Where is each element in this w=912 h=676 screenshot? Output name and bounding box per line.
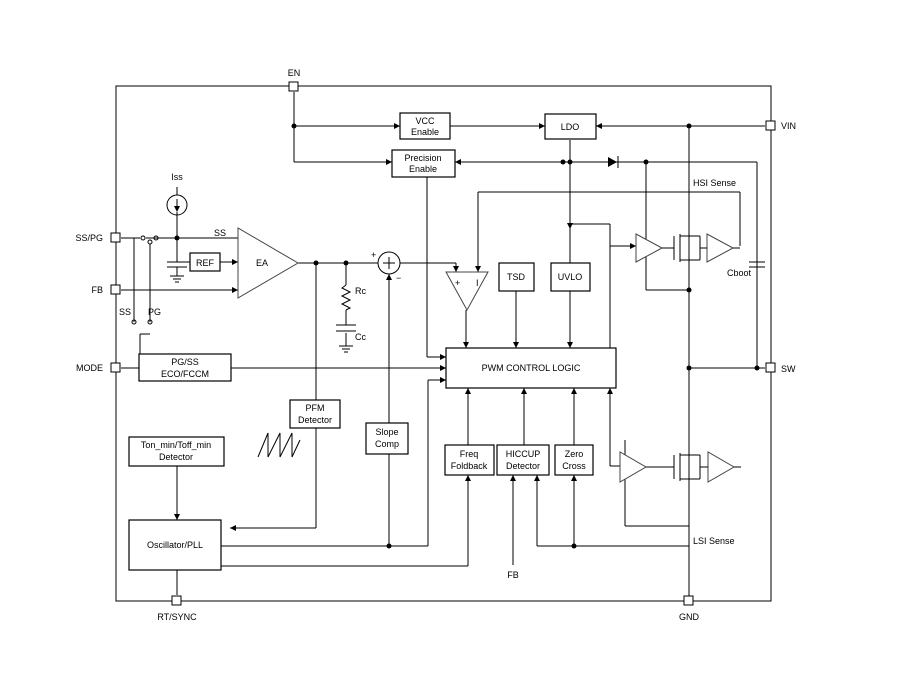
precision-enable-block <box>391 149 456 178</box>
lsi-sense-label: LSI Sense <box>693 536 735 546</box>
lsi-sense-amp <box>707 451 736 483</box>
pin-label-sw: SW <box>781 364 796 374</box>
pg-select-contact-icon <box>147 319 153 325</box>
precision-enable-label-2: Enable <box>409 164 437 174</box>
pin-label-mode: MODE <box>76 363 103 373</box>
cboot-label: Cboot <box>727 268 752 278</box>
hsi-sense-label: HSI Sense <box>693 178 736 188</box>
pgss-eco-fccm-block <box>138 353 232 382</box>
hsi-sense-amp <box>706 233 735 263</box>
ss-select-label: SS <box>119 307 131 317</box>
chip-outline <box>115 85 772 602</box>
pin-label-fb: FB <box>91 285 103 295</box>
comparator-plus-label: + <box>455 278 460 288</box>
ton-toff-detector-block <box>128 436 225 467</box>
pgss-label-1: PG/SS <box>171 357 199 367</box>
pin-gnd <box>683 595 694 606</box>
tsd-block <box>498 262 535 292</box>
iss-label: Iss <box>171 172 183 182</box>
slope-comp-label-2: Comp <box>375 439 399 449</box>
uvlo-label: UVLO <box>558 272 583 282</box>
vcc-enable-label-1: VCC <box>415 116 435 126</box>
freq-foldback-block <box>444 444 495 476</box>
hiccup-label-1: HICCUP <box>506 449 541 459</box>
zero-cross-label-2: Cross <box>562 461 586 471</box>
ss-select-contact-icon <box>131 319 137 325</box>
pg-select-label: PG <box>148 307 161 317</box>
ldo-block <box>544 113 597 140</box>
ldo-label: LDO <box>561 122 580 132</box>
pin-vin <box>765 120 776 131</box>
diode-icon <box>608 157 617 167</box>
junction-dots <box>174 123 760 549</box>
freq-foldback-label-1: Freq <box>460 449 479 459</box>
pfm-detector-block <box>289 399 341 429</box>
pin-ss-pg <box>110 232 121 243</box>
pins <box>110 81 776 606</box>
pin-en <box>288 81 299 92</box>
hiccup-detector-block <box>496 444 550 476</box>
pin-label-vin: VIN <box>781 121 796 131</box>
pwm-control-logic-block <box>445 347 617 389</box>
ref-block <box>189 252 221 272</box>
fb-bottom-label: FB <box>507 570 519 580</box>
zero-cross-block <box>554 444 594 476</box>
pin-sw <box>765 362 776 373</box>
ref-label: REF <box>196 258 215 268</box>
sum-plus-label: + <box>371 250 376 260</box>
slope-comp-block <box>365 422 409 455</box>
low-side-driver <box>619 451 648 483</box>
pin-fb <box>110 284 121 295</box>
ton-toff-label-2: Detector <box>159 452 193 462</box>
hiccup-label-2: Detector <box>506 461 540 471</box>
oscillator-pll-block <box>128 519 222 571</box>
zero-cross-label-1: Zero <box>565 449 584 459</box>
pg-switch-contact-icon <box>147 239 153 245</box>
pgss-label-2: ECO/FCCM <box>161 369 209 379</box>
cc-label: Cc <box>355 332 366 342</box>
pfm-detector-label-1: PFM <box>306 403 325 413</box>
resistor-rc-icon <box>340 284 352 311</box>
switch-contact-icon <box>153 235 159 241</box>
vcc-enable-label-2: Enable <box>411 127 439 137</box>
pwm-control-logic-label: PWM CONTROL LOGIC <box>482 363 581 373</box>
freq-foldback-label-2: Foldback <box>451 461 488 471</box>
wires <box>121 92 765 600</box>
pin-label-en: EN <box>288 68 301 78</box>
sawtooth-icon <box>257 432 301 458</box>
high-side-driver <box>635 233 664 263</box>
pin-rt-sync <box>171 595 182 606</box>
oscillator-pll-label: Oscillator/PLL <box>147 540 203 550</box>
ss-wire-label: SS <box>214 228 226 238</box>
pin-label-rt-sync: RT/SYNC <box>157 612 197 622</box>
ss-switch-contact-icon <box>140 235 146 241</box>
uvlo-block <box>550 262 591 292</box>
pin-label-gnd: GND <box>679 612 700 622</box>
vcc-enable-block <box>399 112 451 140</box>
slope-comp-label-1: Slope <box>375 427 398 437</box>
rc-label: Rc <box>355 286 366 296</box>
arrowheads <box>174 123 636 531</box>
pwm-comparator <box>445 271 489 312</box>
summing-node-icon <box>377 251 401 275</box>
ea-amplifier <box>237 227 299 299</box>
pin-mode <box>110 362 121 373</box>
comparator-minus-label: I <box>476 278 479 288</box>
pin-label-ss-pg: SS/PG <box>75 233 103 243</box>
ton-toff-label-1: Ton_min/Toff_min <box>141 440 211 450</box>
tsd-label: TSD <box>507 272 526 282</box>
pfm-detector-label-2: Detector <box>298 415 332 425</box>
sum-minus-label: − <box>396 273 401 283</box>
ea-label: EA <box>256 258 268 268</box>
precision-enable-label-1: Precision <box>404 153 441 163</box>
